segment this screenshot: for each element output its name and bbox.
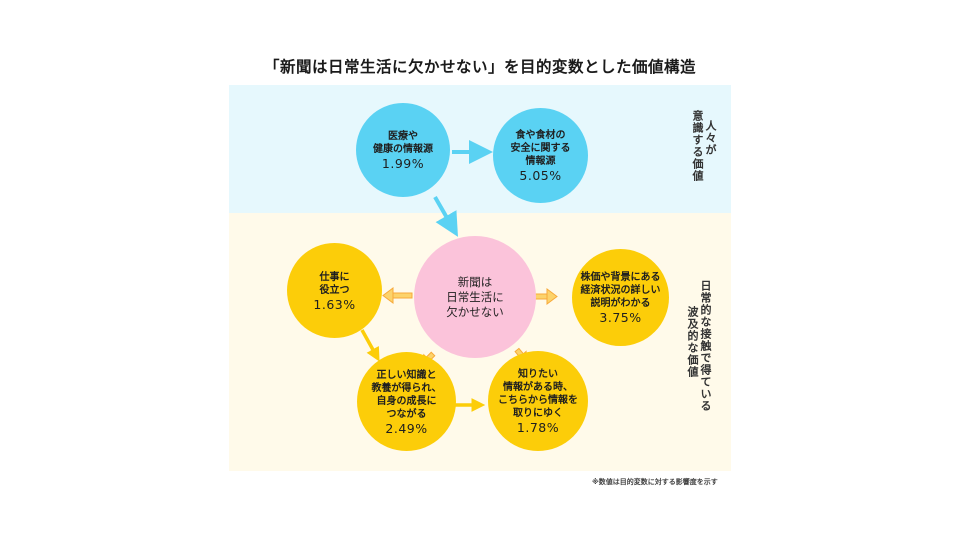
bottom-band-label-line2: 波及的な価値 bbox=[686, 306, 699, 378]
node-food-safety-info-source: 食や食材の 安全に関する 情報源 5.05% bbox=[493, 108, 588, 203]
bottom-band-label-line1: 日常的な接触で得ている bbox=[699, 280, 712, 412]
node-food-value: 5.05% bbox=[519, 168, 562, 183]
node-work-line1: 仕事に bbox=[319, 271, 350, 283]
node-health-line1: 医療や bbox=[388, 131, 418, 142]
node-knowledge-line2: 教養が得られ、 bbox=[371, 382, 442, 394]
node-stock-line1: 株価や背景にある bbox=[580, 272, 661, 283]
node-knowledge-value: 2.49% bbox=[385, 420, 428, 436]
node-knowledge-growth: 正しい知識と 教養が得られ、 自身の成長に つながる 2.49% bbox=[357, 352, 456, 451]
top-band-label: 人々が 意識する価値 bbox=[691, 110, 717, 182]
node-work-value: 1.63% bbox=[313, 296, 356, 312]
node-health-info-source: 医療や 健康の情報源 1.99% bbox=[356, 103, 450, 197]
node-center-line3: 欠かせない bbox=[446, 304, 504, 319]
node-knowledge-line4: つながる bbox=[386, 408, 427, 420]
node-health-line2: 健康の情報源 bbox=[373, 144, 433, 155]
node-knowledge-line1: 正しい知識と bbox=[376, 369, 437, 381]
node-food-line1: 食や食材の bbox=[515, 130, 566, 141]
node-seek-value: 1.78% bbox=[516, 420, 560, 435]
diagram-title: 「新聞は日常生活に欠かせない」を目的変数とした価値構造 bbox=[263, 58, 696, 76]
top-band-label-line2: 意識する価値 bbox=[691, 110, 704, 182]
arrow-center-to-work bbox=[382, 287, 413, 304]
node-health-value: 1.99% bbox=[381, 156, 425, 171]
node-economic-explanation: 株価や背景にある 経済状況の詳しい 説明がわかる 3.75% bbox=[572, 249, 669, 346]
arrow-work-to-knowledge bbox=[360, 329, 380, 362]
node-stock-value: 3.75% bbox=[599, 310, 642, 325]
node-seek-line1: 知りたい bbox=[518, 369, 558, 380]
node-food-line3: 情報源 bbox=[525, 156, 556, 167]
node-stock-line2: 経済状況の詳しい bbox=[580, 285, 661, 296]
node-knowledge-line3: 自身の成長に bbox=[376, 395, 437, 407]
node-food-line2: 安全に関する bbox=[510, 143, 571, 154]
node-work-line2: 役立つ bbox=[319, 284, 350, 296]
top-band-label-line1: 人々が bbox=[704, 120, 717, 156]
node-seek-line2: 情報がある時、 bbox=[503, 382, 573, 393]
node-seek-line4: 取りにゆく bbox=[513, 408, 563, 419]
node-useful-for-work: 仕事に 役立つ 1.63% bbox=[287, 243, 382, 338]
node-center-line1: 新聞は bbox=[457, 274, 493, 289]
node-stock-line3: 説明がわかる bbox=[590, 298, 651, 309]
node-center-objective: 新聞は 日常生活に 欠かせない bbox=[414, 236, 536, 358]
node-seek-information: 知りたい 情報がある時、 こちらから情報を 取りにゆく 1.78% bbox=[488, 351, 588, 451]
node-center-line2: 日常生活に bbox=[446, 289, 504, 304]
bottom-band-label: 日常的な接触で得ている 波及的な価値 bbox=[686, 280, 712, 412]
footnote: ※数値は目的変数に対する影響度を示す bbox=[592, 478, 718, 486]
node-seek-line3: こちらから情報を bbox=[498, 395, 578, 406]
arrow-health-to-center bbox=[433, 196, 458, 237]
